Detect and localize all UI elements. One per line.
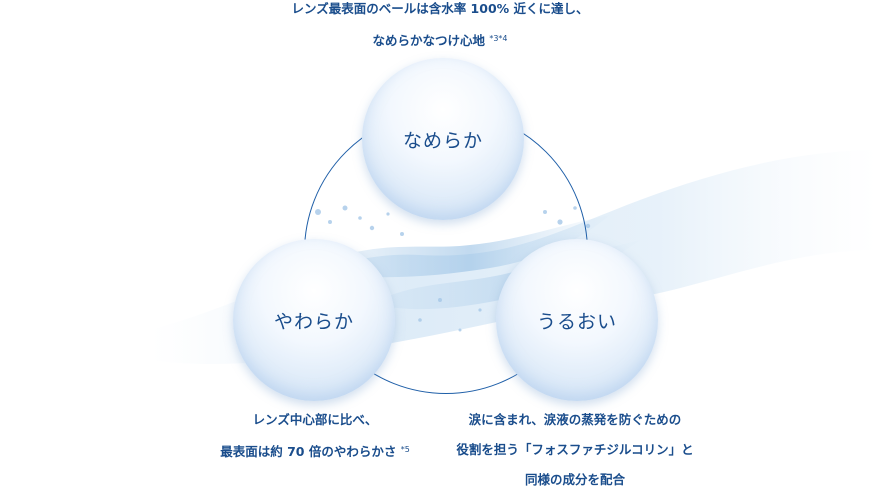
caption-smooth-line-2-text: なめらかなつけ心地 bbox=[372, 33, 485, 48]
caption-soft: レンズ中心部に比べ、 最表面は約 70 倍のやわらかさ *5 bbox=[170, 405, 460, 467]
caption-moist-line-3: 同様の成分を配合 bbox=[524, 472, 625, 487]
node-smooth: なめらか bbox=[362, 58, 524, 220]
node-moist-label: うるおい bbox=[536, 310, 617, 333]
caption-smooth-line-1: レンズ最表面のベールは含水率 100% 近くに達し、 bbox=[291, 1, 589, 16]
caption-soft-line-2-text: 最表面は約 70 倍のやわらかさ bbox=[220, 444, 397, 459]
caption-soft-footnote: *5 bbox=[400, 445, 410, 454]
node-smooth-label: なめらか bbox=[402, 129, 483, 152]
caption-soft-line-2: 最表面は約 70 倍のやわらかさ *5 bbox=[170, 435, 460, 467]
caption-soft-line-1: レンズ中心部に比べ、 bbox=[252, 412, 378, 427]
node-soft: やわらか bbox=[233, 239, 395, 401]
caption-moist-line-1: 涙に含まれ、涙液の蒸発を防ぐための bbox=[468, 412, 682, 427]
caption-moist-line-2: 役割を担う「フォスファチジルコリン」と bbox=[456, 442, 694, 457]
node-soft-label: やわらか bbox=[273, 310, 354, 333]
caption-moist: 涙に含まれ、涙液の蒸発を防ぐための 役割を担う「フォスファチジルコリン」と 同様… bbox=[430, 405, 720, 495]
caption-smooth-line-2: なめらかなつけ心地 *3*4 bbox=[230, 24, 650, 56]
caption-smooth-footnote: *3*4 bbox=[489, 34, 508, 43]
node-moist: うるおい bbox=[496, 239, 658, 401]
caption-smooth: レンズ最表面のベールは含水率 100% 近くに達し、 なめらかなつけ心地 *3*… bbox=[230, 0, 650, 56]
